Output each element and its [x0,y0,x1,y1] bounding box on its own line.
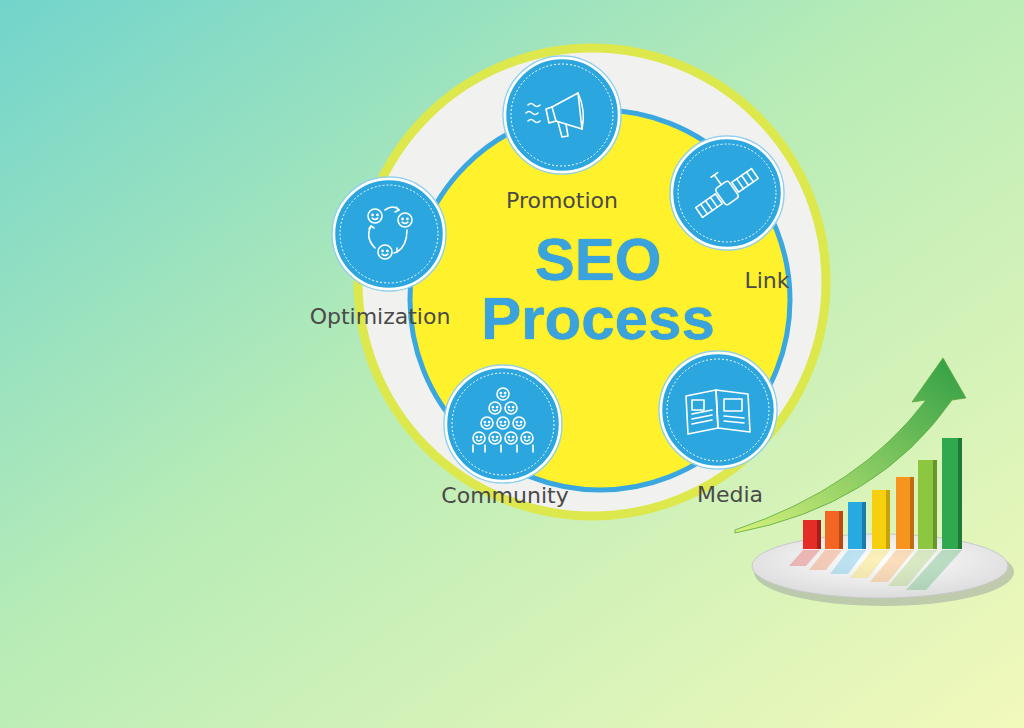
cycle-icon [368,207,412,259]
icon-stitch [667,359,769,461]
icon-stitch [678,144,776,242]
icon-circle: Link [667,133,787,253]
center-title: SEO Process [448,231,748,349]
icon-outline [443,364,563,484]
icon-disc [334,179,444,289]
icon-halo [444,365,562,483]
icon-stitch [452,373,554,475]
step-label: Community [441,483,568,508]
icon-outline [667,133,787,253]
icon-outline [329,174,449,294]
icon-circle: Promotion [502,55,622,175]
step-label: Promotion [506,188,618,213]
icon-outline [658,350,778,470]
icon-stitch [340,185,438,283]
icon-halo [670,136,784,250]
inner-disc [410,110,790,490]
icon-outline [502,55,622,175]
megaphone-icon [526,93,583,137]
satellite-icon [687,155,761,220]
pyramid-icon [473,388,533,452]
icon-circle: Optimization [329,174,449,294]
step-label: Media [697,482,763,507]
icon-halo [503,56,621,174]
icon-halo [332,177,446,291]
icon-circle: Community [443,364,563,484]
icon-disc [672,138,782,248]
process-circle: PromotionLinkOptimizationMediaCommunityS… [352,42,832,522]
icon-disc [661,353,775,467]
bar-reflections [789,550,962,590]
icon-disc [446,367,560,481]
icon-disc [505,58,619,172]
outer-ring [358,48,826,516]
icon-stitch [511,64,613,166]
step-label: Link [744,268,789,293]
icon-halo [659,351,777,469]
step-label: Optimization [310,304,451,329]
book-icon [686,390,750,434]
icon-circle: Media [658,350,778,470]
